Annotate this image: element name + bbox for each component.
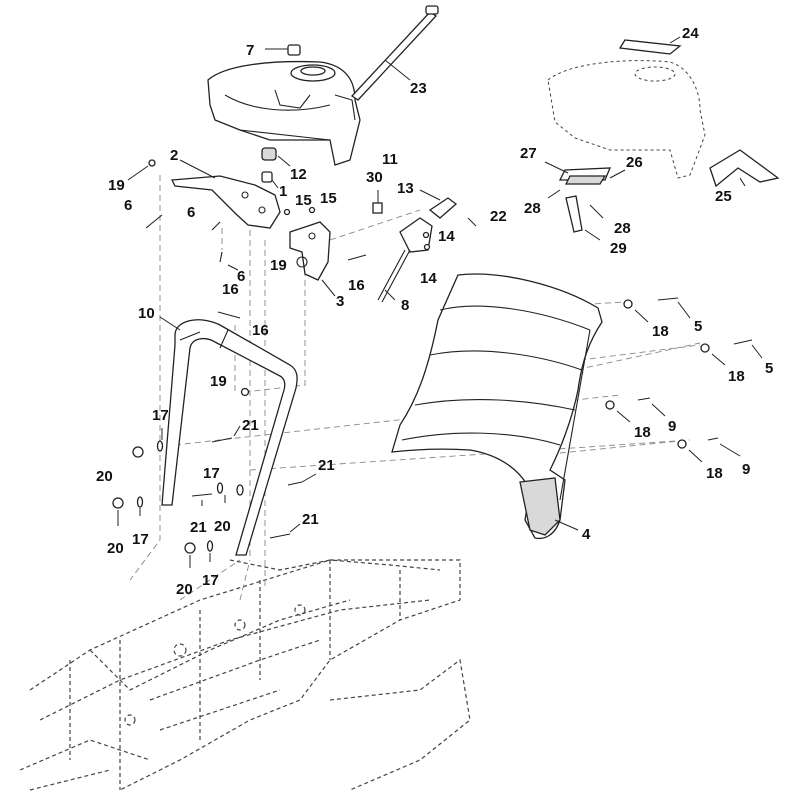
callout-20-a: 20 [96, 468, 113, 485]
disc-part-24 [618, 36, 682, 55]
rod-part-23 [351, 5, 439, 101]
callout-4: 4 [582, 526, 591, 543]
callout-15-a: 15 [295, 192, 312, 209]
callout-19-mid: 19 [270, 257, 287, 274]
callout-29: 29 [610, 240, 627, 257]
bushing-part-1 [261, 171, 279, 189]
callout-19-upper: 19 [108, 177, 125, 194]
callout-18-a: 18 [652, 323, 669, 340]
callout-24: 24 [682, 25, 699, 42]
callout-27: 27 [520, 145, 537, 162]
callout-18-d: 18 [706, 465, 723, 482]
callout-16-b: 16 [222, 281, 239, 298]
callout-23: 23 [410, 80, 427, 97]
callout-12: 12 [290, 166, 307, 183]
callout-3: 3 [336, 293, 344, 310]
callout-labels: 7 24 23 11 2 12 19 1 30 13 27 26 25 15 1… [96, 25, 773, 598]
callout-9-b: 9 [742, 461, 750, 478]
callout-2: 2 [170, 147, 178, 164]
chassis-frame [19, 559, 471, 791]
callout-14-a: 14 [438, 228, 455, 245]
rings-part-26-27 [544, 161, 626, 185]
nut-part-19-lower [240, 387, 250, 397]
callout-13: 13 [397, 180, 414, 197]
callout-18-c: 18 [634, 424, 651, 441]
callout-14-b: 14 [420, 270, 437, 287]
clip-part-30 [372, 190, 383, 214]
callout-9-a: 9 [668, 418, 676, 435]
callout-20-b: 20 [214, 518, 231, 535]
bushing-part-12 [261, 147, 291, 167]
callout-28-b: 28 [614, 220, 631, 237]
callout-10: 10 [138, 305, 155, 322]
callout-19-lower: 19 [210, 373, 227, 390]
callout-18-b: 18 [728, 368, 745, 385]
callout-5-a: 5 [694, 318, 702, 335]
callout-6-c: 6 [237, 268, 245, 285]
callout-16-c: 16 [252, 322, 269, 339]
callout-17-c: 17 [132, 531, 149, 548]
callout-21-a: 21 [242, 417, 259, 434]
chute-housing-reference [547, 60, 706, 179]
fasteners-right [605, 297, 763, 463]
callout-30: 30 [366, 169, 383, 186]
handle-frame-part-10 [159, 316, 298, 556]
parts-28-29 [547, 189, 604, 241]
callout-17-b: 17 [203, 465, 220, 482]
part-15-pins [283, 206, 316, 216]
callout-17-a: 17 [152, 407, 169, 424]
callout-6-b: 6 [187, 204, 195, 221]
plate-part-2 [170, 159, 281, 229]
callout-17-d: 17 [202, 572, 219, 589]
callout-8: 8 [401, 297, 409, 314]
callout-20-d: 20 [176, 581, 193, 598]
callout-22: 22 [490, 208, 507, 225]
chute-housing [207, 60, 361, 166]
callout-16-a: 16 [348, 277, 365, 294]
nut-part-19-upper [127, 159, 156, 181]
bolts-part-6 [145, 214, 239, 271]
callout-1: 1 [279, 183, 287, 200]
callout-21-b: 21 [318, 457, 335, 474]
callout-26: 26 [626, 154, 643, 171]
callout-20-c: 20 [107, 540, 124, 557]
callout-21-d: 21 [302, 511, 319, 528]
discharge-chute-part-4 [391, 273, 603, 540]
bracket-part-3 [289, 221, 336, 297]
callout-5-b: 5 [765, 360, 773, 377]
callout-6-a: 6 [124, 197, 132, 214]
callout-7: 7 [246, 42, 254, 59]
callout-25: 25 [715, 188, 732, 205]
callout-21-c: 21 [190, 519, 207, 536]
callout-11: 11 [382, 151, 398, 168]
fasteners-left [112, 425, 317, 568]
callout-15-b: 15 [320, 190, 337, 207]
callout-28-a: 28 [524, 200, 541, 217]
lever-assembly [377, 189, 477, 303]
cap-part-7 [265, 44, 301, 56]
deflector-part-25 [709, 149, 780, 188]
